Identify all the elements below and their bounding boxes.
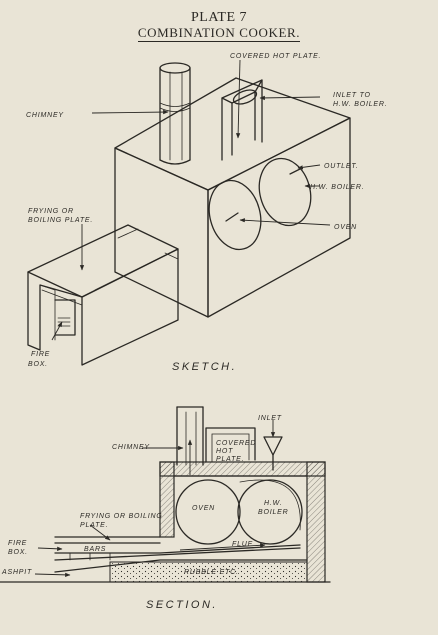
- label-section-flue: FLUE: [232, 541, 253, 548]
- label-hw-boiler: H.W. BOILER.: [310, 184, 364, 191]
- covered-hot-plate: [221, 79, 263, 161]
- sketch-drawing: CHIMNEY COVERED HOT PLATE. INLET TO H.W.…: [26, 53, 387, 373]
- section-drawing: INLET CHIMNEY COVERED HOT PLATE. OVEN H.…: [0, 406, 331, 611]
- label-section-frying-1: FRYING OR BOILING: [80, 513, 163, 520]
- boiler-door: [258, 157, 312, 227]
- section-oven: [175, 479, 241, 545]
- label-section-chimney: CHIMNEY: [112, 444, 150, 451]
- label-outlet: OUTLET.: [324, 163, 359, 170]
- label-section-hw-1: H.W.: [264, 500, 283, 507]
- label-covered-hot-plate: COVERED HOT PLATE.: [230, 53, 321, 60]
- label-section-covered-3: PLATE.: [216, 456, 244, 463]
- label-section-covered-1: COVERED: [216, 440, 256, 447]
- label-section-hw-2: BOILER: [258, 509, 288, 516]
- label-chimney: CHIMNEY: [26, 112, 64, 119]
- label-frying-line-2: BOILING PLATE.: [28, 217, 93, 224]
- label-inlet-line-1: INLET TO: [333, 92, 371, 99]
- label-section-oven: OVEN: [192, 505, 215, 512]
- boiler-flow-line: [239, 479, 301, 531]
- label-section-covered-2: HOT: [216, 448, 233, 455]
- label-oven: OVEN: [334, 224, 357, 231]
- plate-subtitle-text: COMBINATION COOKER.: [137, 25, 301, 42]
- section-fire-area: [0, 536, 331, 583]
- label-section-fire-2: BOX.: [8, 549, 28, 556]
- label-section-fire-1: FIRE: [8, 540, 27, 547]
- section-leaders: [34, 445, 184, 578]
- plate-subtitle: COMBINATION COOKER.: [0, 25, 438, 42]
- section-casing: [159, 461, 326, 583]
- label-section-ashpit: ASHPIT: [1, 569, 32, 576]
- sketch-leaders: [51, 59, 331, 341]
- label-section-inlet: INLET: [258, 415, 282, 422]
- section-covered-hot-plate: [205, 427, 256, 463]
- label-section-frying-2: PLATE.: [80, 522, 108, 529]
- label-section-bars: BARS: [84, 546, 106, 553]
- label-fire-line-2: BOX.: [28, 361, 48, 368]
- oven-door: [208, 179, 262, 251]
- section-boiler: [237, 479, 303, 545]
- label-section-rubble: RUBBLE ETC.: [184, 569, 239, 576]
- label-frying-line-1: FRYING OR: [28, 208, 74, 215]
- chimney: [159, 62, 191, 165]
- boiler-inlet-cap: [232, 89, 258, 105]
- label-fire-line-1: FIRE: [31, 351, 50, 358]
- sketch-caption: SKETCH.: [172, 361, 237, 373]
- plate-title: PLATE 7: [191, 10, 247, 25]
- section-caption: SECTION.: [146, 599, 218, 611]
- label-inlet-line-2: H.W. BOILER.: [333, 101, 387, 108]
- frying-plate-extension: [27, 224, 179, 366]
